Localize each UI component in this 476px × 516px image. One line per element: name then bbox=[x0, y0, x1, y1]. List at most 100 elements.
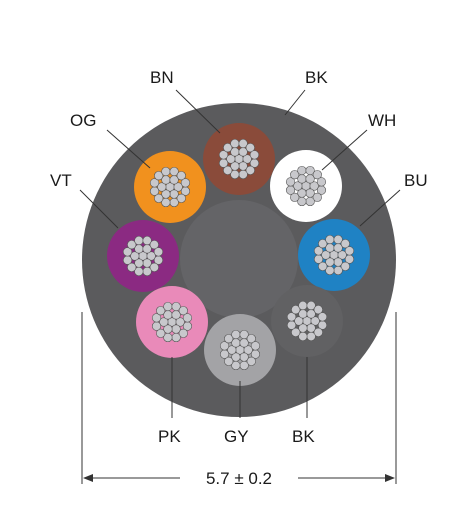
strand bbox=[313, 327, 323, 337]
strand bbox=[156, 328, 166, 338]
label-bk-bottom: BK bbox=[292, 427, 315, 446]
strand bbox=[149, 240, 159, 250]
strand bbox=[173, 182, 183, 192]
strand bbox=[291, 327, 301, 337]
strand-bundle-pink bbox=[151, 301, 193, 343]
strand bbox=[178, 328, 188, 338]
strand bbox=[219, 349, 230, 359]
label-gy: GY bbox=[224, 427, 249, 446]
label-bk-top: BK bbox=[305, 68, 328, 87]
strand bbox=[127, 240, 137, 250]
strand bbox=[333, 234, 343, 245]
strand bbox=[344, 246, 355, 256]
strand bbox=[226, 154, 236, 164]
strand bbox=[169, 166, 179, 177]
strand bbox=[224, 334, 234, 344]
strand bbox=[305, 196, 315, 207]
strand bbox=[154, 193, 164, 203]
strand bbox=[306, 300, 316, 311]
strand bbox=[169, 197, 179, 208]
strand bbox=[245, 165, 255, 175]
conductor-labels: BN BK WH OG BU VT PK GY BK bbox=[50, 68, 428, 446]
strand bbox=[176, 193, 186, 203]
core-filler bbox=[180, 200, 298, 318]
strand bbox=[149, 262, 159, 272]
dimension-arrow-left bbox=[83, 474, 93, 482]
dimension-label: 5.7 ± 0.2 bbox=[206, 469, 272, 488]
strand bbox=[297, 196, 307, 207]
strand bbox=[182, 313, 193, 323]
strand bbox=[286, 320, 297, 330]
strand bbox=[159, 317, 169, 327]
strand bbox=[122, 247, 133, 257]
strand bbox=[230, 169, 240, 180]
strand-bundle-black2 bbox=[286, 300, 328, 342]
strand bbox=[313, 246, 324, 256]
strand bbox=[122, 255, 133, 265]
strand bbox=[312, 192, 322, 202]
strand bbox=[171, 332, 181, 343]
label-wh: WH bbox=[368, 111, 396, 130]
strand bbox=[127, 262, 137, 272]
leader-bu bbox=[359, 189, 401, 227]
strand bbox=[298, 300, 308, 311]
strand-bundle-grey bbox=[219, 329, 261, 371]
strand bbox=[293, 181, 303, 191]
strand bbox=[297, 165, 307, 176]
strand bbox=[333, 265, 343, 276]
strand bbox=[294, 316, 304, 326]
strand bbox=[161, 197, 171, 208]
strand-bundle-violet bbox=[122, 235, 164, 277]
strand bbox=[325, 265, 335, 276]
label-og: OG bbox=[70, 111, 96, 130]
strand bbox=[163, 301, 173, 312]
leader-bk-top bbox=[284, 89, 306, 116]
strand bbox=[218, 158, 229, 168]
strand bbox=[239, 360, 249, 371]
strand bbox=[134, 266, 144, 277]
label-bu: BU bbox=[404, 171, 428, 190]
label-pk: PK bbox=[158, 427, 181, 446]
strand bbox=[224, 356, 234, 366]
strand bbox=[306, 331, 316, 342]
strand bbox=[245, 143, 255, 153]
strand bbox=[290, 170, 300, 180]
strand bbox=[250, 341, 261, 351]
strand bbox=[238, 138, 248, 149]
strand bbox=[249, 150, 260, 160]
strand bbox=[149, 178, 160, 188]
strand bbox=[178, 306, 188, 316]
strand bbox=[171, 301, 181, 312]
strand bbox=[316, 177, 327, 187]
strand-bundle-orange bbox=[149, 166, 191, 208]
strand bbox=[340, 239, 350, 249]
strand bbox=[151, 321, 162, 331]
leader-og bbox=[106, 129, 151, 169]
strand bbox=[163, 332, 173, 343]
strand bbox=[231, 360, 241, 371]
strand bbox=[286, 312, 297, 322]
strand bbox=[318, 239, 328, 249]
strand bbox=[151, 313, 162, 323]
diameter-dimension: 5.7 ± 0.2 bbox=[81, 312, 397, 488]
strand bbox=[134, 235, 144, 246]
strand bbox=[154, 171, 164, 181]
strand bbox=[142, 266, 152, 277]
leader-wh bbox=[321, 129, 368, 171]
strand bbox=[176, 171, 186, 181]
strand bbox=[313, 305, 323, 315]
strand bbox=[305, 165, 315, 176]
dimension-arrow-right bbox=[385, 474, 395, 482]
strand bbox=[180, 178, 191, 188]
strand bbox=[242, 154, 252, 164]
strand bbox=[313, 254, 324, 264]
strand bbox=[142, 235, 152, 246]
strand bbox=[230, 138, 240, 149]
strand bbox=[298, 331, 308, 342]
strand bbox=[149, 186, 160, 196]
leader-lines bbox=[79, 89, 401, 418]
strand bbox=[238, 169, 248, 180]
strand bbox=[156, 306, 166, 316]
strand bbox=[337, 250, 347, 260]
